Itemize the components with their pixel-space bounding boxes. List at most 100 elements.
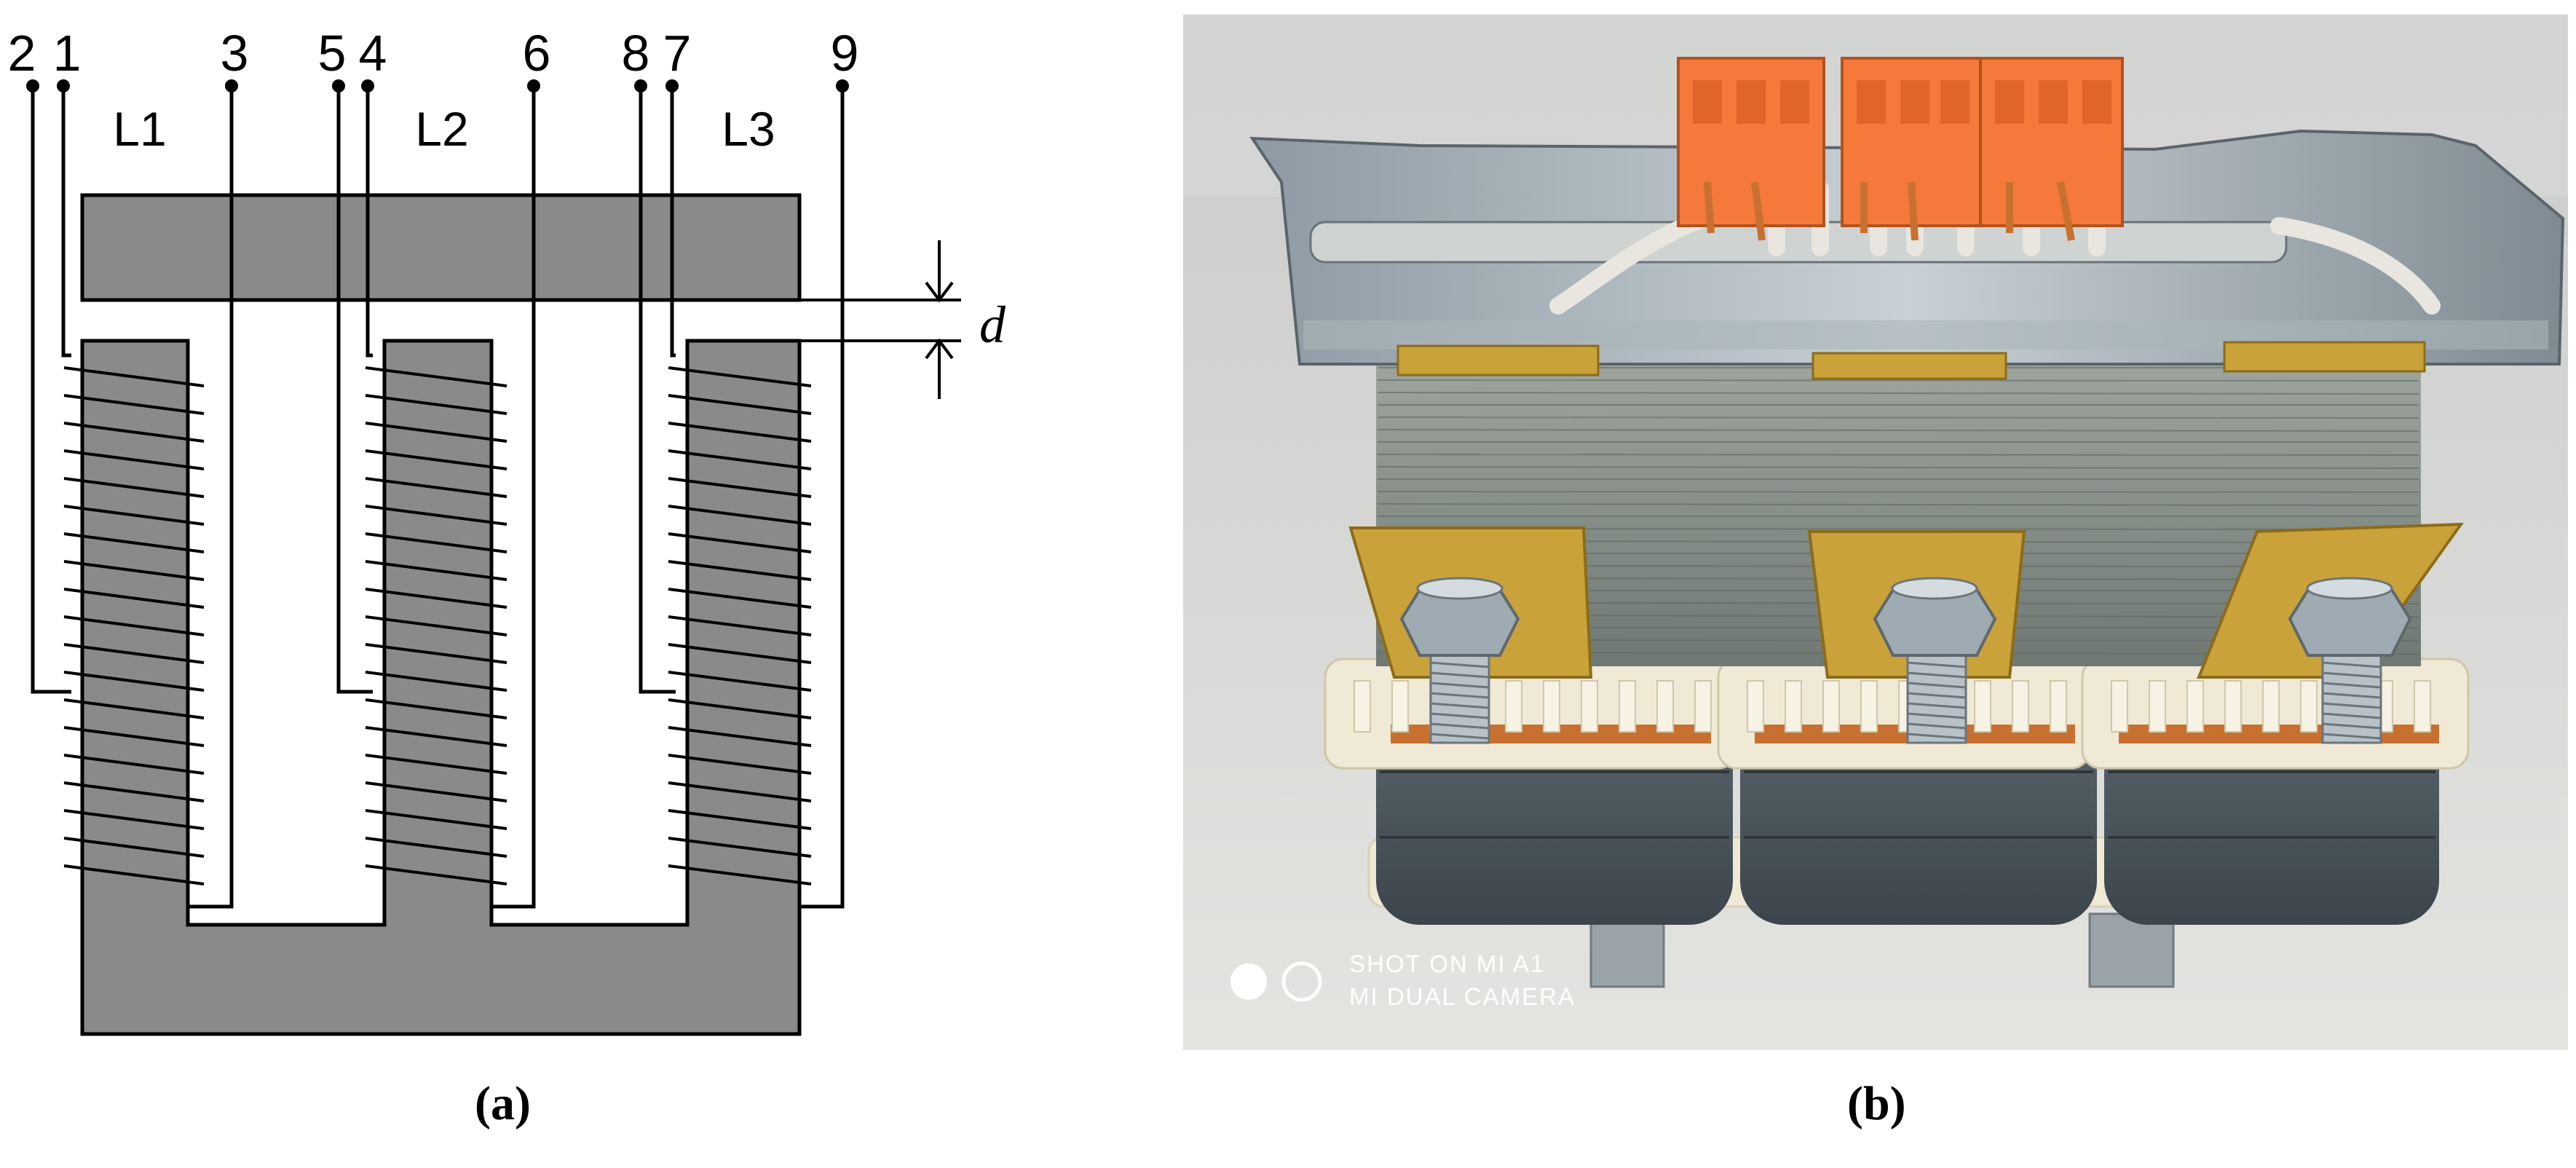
- lamination-line: [1377, 466, 2419, 469]
- winding-turn: [63, 560, 205, 581]
- coil-l3-windings: [668, 366, 812, 885]
- lamination-line: [1377, 503, 2419, 506]
- bobbin-tooth: [1505, 680, 1522, 733]
- winding-turn: [365, 560, 507, 581]
- winding-turn: [63, 505, 205, 526]
- watermark-line-2: MI DUAL CAMERA: [1349, 983, 1576, 1010]
- lamination-line: [1377, 417, 2419, 419]
- terminal-dot-icon: [332, 79, 345, 92]
- winding-turn: [63, 754, 205, 775]
- bolt-thread: [1907, 682, 1967, 689]
- bobbin-tooth: [2111, 680, 2128, 733]
- gap-dimension: [799, 240, 961, 399]
- terminal-label: 9: [831, 25, 859, 82]
- winding-turn: [365, 864, 507, 885]
- terminal-label: 8: [622, 25, 650, 82]
- bobbin-tooth: [1656, 680, 1674, 733]
- photo-bolts: [1399, 577, 2412, 744]
- bolt-thread: [1907, 712, 1967, 719]
- bolt-thread: [1430, 712, 1490, 719]
- bobbin-tooth: [1694, 680, 1712, 733]
- bolt-thread: [1430, 692, 1490, 699]
- bobbin-tooth: [1619, 680, 1636, 733]
- bobbin-tooth: [2414, 680, 2431, 733]
- winding-turn: [668, 726, 812, 747]
- bolt-thread: [1907, 692, 1967, 699]
- winding-turn: [668, 671, 812, 692]
- winding-turn: [365, 449, 507, 470]
- terminal-dot-icon: [26, 79, 39, 92]
- bobbin-tooth: [2012, 680, 2029, 733]
- winding-turn: [668, 754, 812, 775]
- winding-turn: [365, 754, 507, 775]
- winding-turn: [63, 698, 205, 719]
- winding-turn: [63, 615, 205, 636]
- winding-turn: [668, 698, 812, 719]
- bolt-thread: [2322, 682, 2382, 689]
- winding-turn: [63, 588, 205, 609]
- bolt-thread: [2322, 671, 2382, 679]
- lead-wire-5: [336, 87, 373, 694]
- bolt-thread: [2322, 733, 2382, 740]
- bobbin-tooth: [1391, 680, 1409, 733]
- lead-wire-3: [188, 87, 234, 909]
- lamination-line: [1377, 379, 2419, 382]
- bolt-thread: [2322, 722, 2382, 730]
- caption-b: (b): [1847, 1077, 1906, 1130]
- winding-turn: [365, 837, 507, 858]
- winding-turn: [365, 781, 507, 802]
- winding-turn: [365, 615, 507, 636]
- coil-label-l2: L2: [415, 102, 468, 156]
- terminal-dot-icon: [361, 79, 374, 92]
- coil-label-l3: L3: [722, 102, 775, 156]
- bobbin-tooth: [1543, 680, 1560, 733]
- bolt-thread: [2322, 712, 2382, 719]
- watermark-circle-icon: [1281, 961, 1322, 1002]
- core-bottom-e: [80, 339, 802, 1036]
- winding-turn: [668, 532, 812, 553]
- terminal-dot-icon: [57, 79, 70, 92]
- winding-turn: [668, 615, 812, 636]
- terminal-label: 6: [523, 25, 551, 82]
- bobbin-tooth: [2262, 680, 2280, 733]
- terminal-label: 5: [318, 25, 347, 82]
- winding-turn: [63, 643, 205, 664]
- winding-turn: [365, 394, 507, 415]
- terminal-label: 1: [53, 25, 82, 82]
- bobbin-tooth: [2186, 680, 2204, 733]
- winding-turn: [63, 477, 205, 498]
- panel-b-photo: SHOT ON MI A1 MI DUAL CAMERA: [1183, 15, 2568, 1050]
- winding-turn: [365, 643, 507, 664]
- winding-turn: [668, 394, 812, 415]
- terminal-dot-icon: [634, 79, 647, 92]
- terminal-dot-icon: [225, 79, 238, 92]
- winding-turn: [365, 809, 507, 830]
- winding-turn: [668, 837, 812, 858]
- terminal-label: 2: [8, 25, 36, 82]
- lead-wire-4: [366, 87, 373, 358]
- winding-turn: [63, 449, 205, 470]
- winding-turn: [63, 864, 205, 885]
- winding-turn: [668, 809, 812, 830]
- gap-label: d: [979, 296, 1006, 354]
- bolt-thread: [1430, 702, 1490, 709]
- coil-l1-windings: [63, 366, 205, 885]
- bolt-thread: [1907, 671, 1967, 679]
- bolt-thread: [1430, 682, 1490, 689]
- bobbin-tooth: [2224, 680, 2242, 733]
- winding-turn: [365, 366, 507, 387]
- bolt-thread: [1907, 733, 1967, 740]
- winding-turn: [365, 477, 507, 498]
- bolt-thread: [2322, 661, 2382, 668]
- winding-turn: [668, 477, 812, 498]
- winding-turn: [63, 781, 205, 802]
- winding-turn: [668, 643, 812, 664]
- lead-wire-7: [670, 87, 676, 358]
- terminal-label: 3: [221, 25, 249, 82]
- lamination-line: [1377, 429, 2419, 432]
- winding-turn: [63, 726, 205, 747]
- winding-turn: [365, 505, 507, 526]
- winding-turn: [668, 864, 812, 885]
- bolt-thread: [1430, 671, 1490, 679]
